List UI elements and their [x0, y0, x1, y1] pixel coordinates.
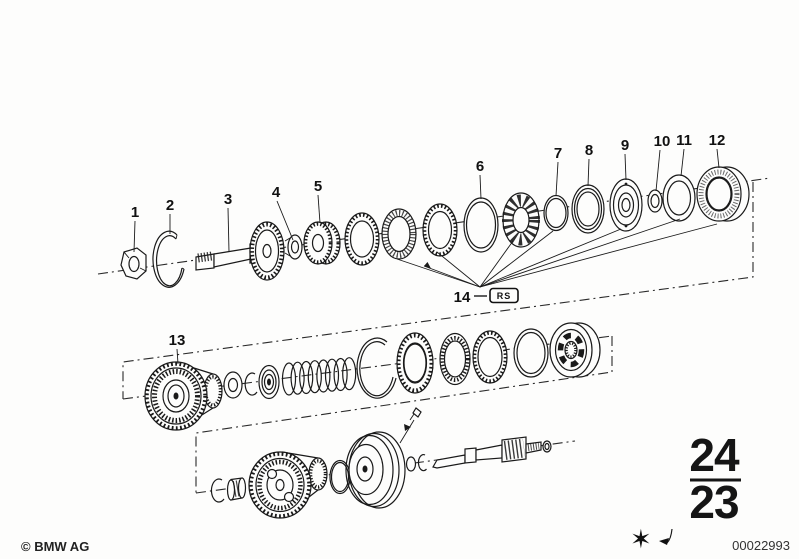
callout-3[interactable]: 3 [224, 191, 232, 253]
callouts: 1 2 3 4 5 6 7 8 [131, 132, 726, 365]
part-splined-ring [439, 332, 471, 386]
callout-7[interactable]: 7 [554, 145, 562, 197]
part-2-snap-ring [152, 230, 185, 288]
callout-12[interactable]: 12 [709, 132, 726, 169]
part-coil-spring [281, 357, 357, 396]
callout-label-4[interactable]: 4 [272, 184, 281, 201]
callout-label-12[interactable]: 12 [709, 132, 726, 149]
callout-10[interactable]: 10 [654, 133, 671, 192]
row1-parts [120, 166, 750, 288]
part-small-c-ring [210, 478, 225, 503]
main-group-number: 24 [689, 429, 740, 481]
callout-label-7[interactable]: 7 [554, 145, 562, 162]
fan-arrowhead [424, 262, 431, 269]
part-3-input-shaft [195, 221, 285, 281]
part-5-gear [303, 221, 341, 265]
callout-4[interactable]: 4 [272, 184, 294, 241]
part-roller [226, 477, 247, 501]
part-7-ring [543, 194, 569, 232]
callout-label-2[interactable]: 2 [166, 197, 174, 214]
callout-label-14[interactable]: 14 [454, 289, 471, 306]
part-11-ring [662, 174, 696, 222]
part-large-snap-ring [356, 337, 397, 399]
callout-11[interactable]: 11 [676, 132, 692, 177]
image-number: 00022993 [732, 538, 790, 553]
part-toothed-plate [472, 330, 508, 384]
callout-label-1[interactable]: 1 [131, 204, 139, 221]
part-plain-ring [513, 328, 549, 378]
part-planet-carrier [248, 451, 328, 519]
frame-row2-to-row3 [195, 336, 613, 493]
rs-badge-label[interactable]: RS [497, 291, 512, 301]
part-12-drum [696, 166, 750, 222]
rs-badge-box[interactable] [489, 287, 519, 304]
callout-9[interactable]: 9 [621, 137, 629, 181]
part-13-clutch-drum [144, 361, 223, 431]
callout-label-13[interactable]: 13 [169, 332, 186, 349]
sub-group-number: 23 [689, 476, 738, 528]
part-output-shaft [432, 436, 552, 469]
part-clutch-plate-steel-a [344, 212, 380, 266]
callout-label-11[interactable]: 11 [676, 132, 692, 149]
callout-5[interactable]: 5 [314, 178, 322, 224]
callout-13[interactable]: 13 [169, 332, 186, 365]
part-piston-retainer [258, 364, 280, 400]
part-8-ring [571, 184, 605, 234]
part-shaft-ring [405, 454, 427, 472]
section-badge: 24 23 [689, 429, 741, 528]
callout-6[interactable]: 6 [476, 158, 484, 200]
part-c-clip [244, 372, 258, 396]
callout-label-8[interactable]: 8 [585, 142, 593, 159]
part-10-small-ring [647, 189, 663, 213]
callout-label-10[interactable]: 10 [654, 133, 671, 150]
callout-2[interactable]: 2 [166, 197, 174, 234]
frame-row1-to-row2 [122, 182, 754, 399]
footnote-symbols: ✶ [630, 525, 673, 555]
callout-label-3[interactable]: 3 [224, 191, 232, 208]
callout-label-6[interactable]: 6 [476, 158, 484, 175]
part-6-ring [463, 197, 499, 253]
part-9-hub [609, 178, 643, 232]
part-clutch-plate-lined [381, 208, 417, 260]
callout-label-9[interactable]: 9 [621, 137, 629, 154]
part-gear-ring [396, 332, 434, 394]
row2-parts [144, 322, 601, 431]
continuation-frames [122, 182, 754, 493]
row3-parts [210, 407, 552, 519]
star-icon: ✶ [630, 525, 652, 555]
part-clutch-plate-steel-b [422, 203, 458, 257]
callout-14-repair-kit[interactable]: 14 RS [396, 218, 718, 306]
part-diaphragm-spring [502, 192, 540, 248]
arrow-mark-icon [659, 528, 673, 545]
callout-8[interactable]: 8 [585, 142, 593, 187]
part-brake-drum [345, 431, 406, 509]
callout-1[interactable]: 1 [131, 204, 139, 253]
part-4-clip [284, 234, 303, 260]
part-bolt-and-clip [399, 407, 422, 444]
callout-label-5[interactable]: 5 [314, 178, 322, 195]
part-bearing-drum [549, 322, 601, 378]
part-1-lockplate [120, 247, 147, 280]
part-washer [223, 371, 243, 399]
copyright-text: © BMW AG [21, 539, 89, 554]
